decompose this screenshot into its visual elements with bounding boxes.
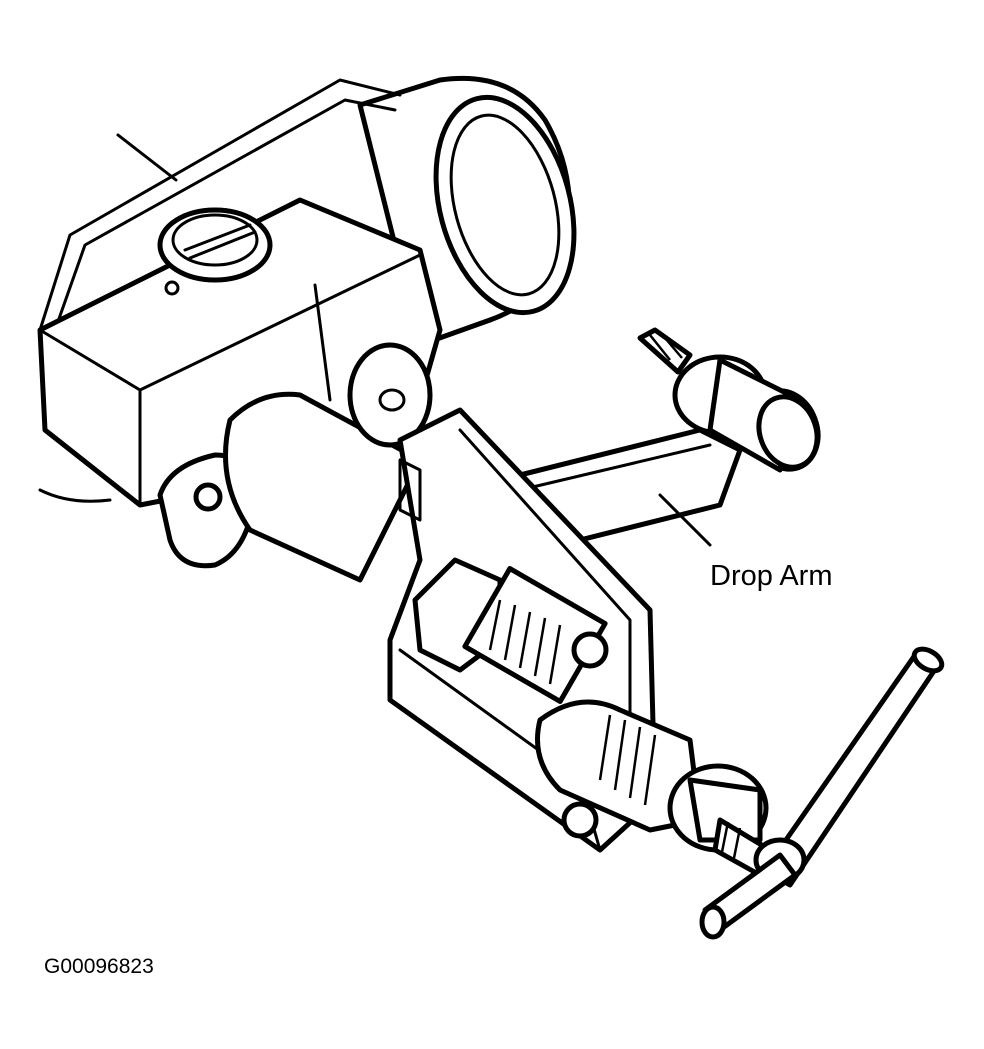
drop-arm-label: Drop Arm: [710, 560, 832, 592]
top-leader-line: [116, 133, 178, 182]
puller-screw: [412, 557, 609, 839]
forcing-screw-body: [535, 699, 773, 878]
t-handle: [699, 646, 945, 940]
sector-shaft-boss: [223, 342, 433, 583]
mount-bracket: [38, 78, 402, 332]
figure-id: G00096823: [44, 955, 154, 978]
unit-lower-edge: [38, 488, 112, 503]
drop-arm-leader-line: [658, 493, 712, 547]
filler-cap: [157, 207, 273, 296]
